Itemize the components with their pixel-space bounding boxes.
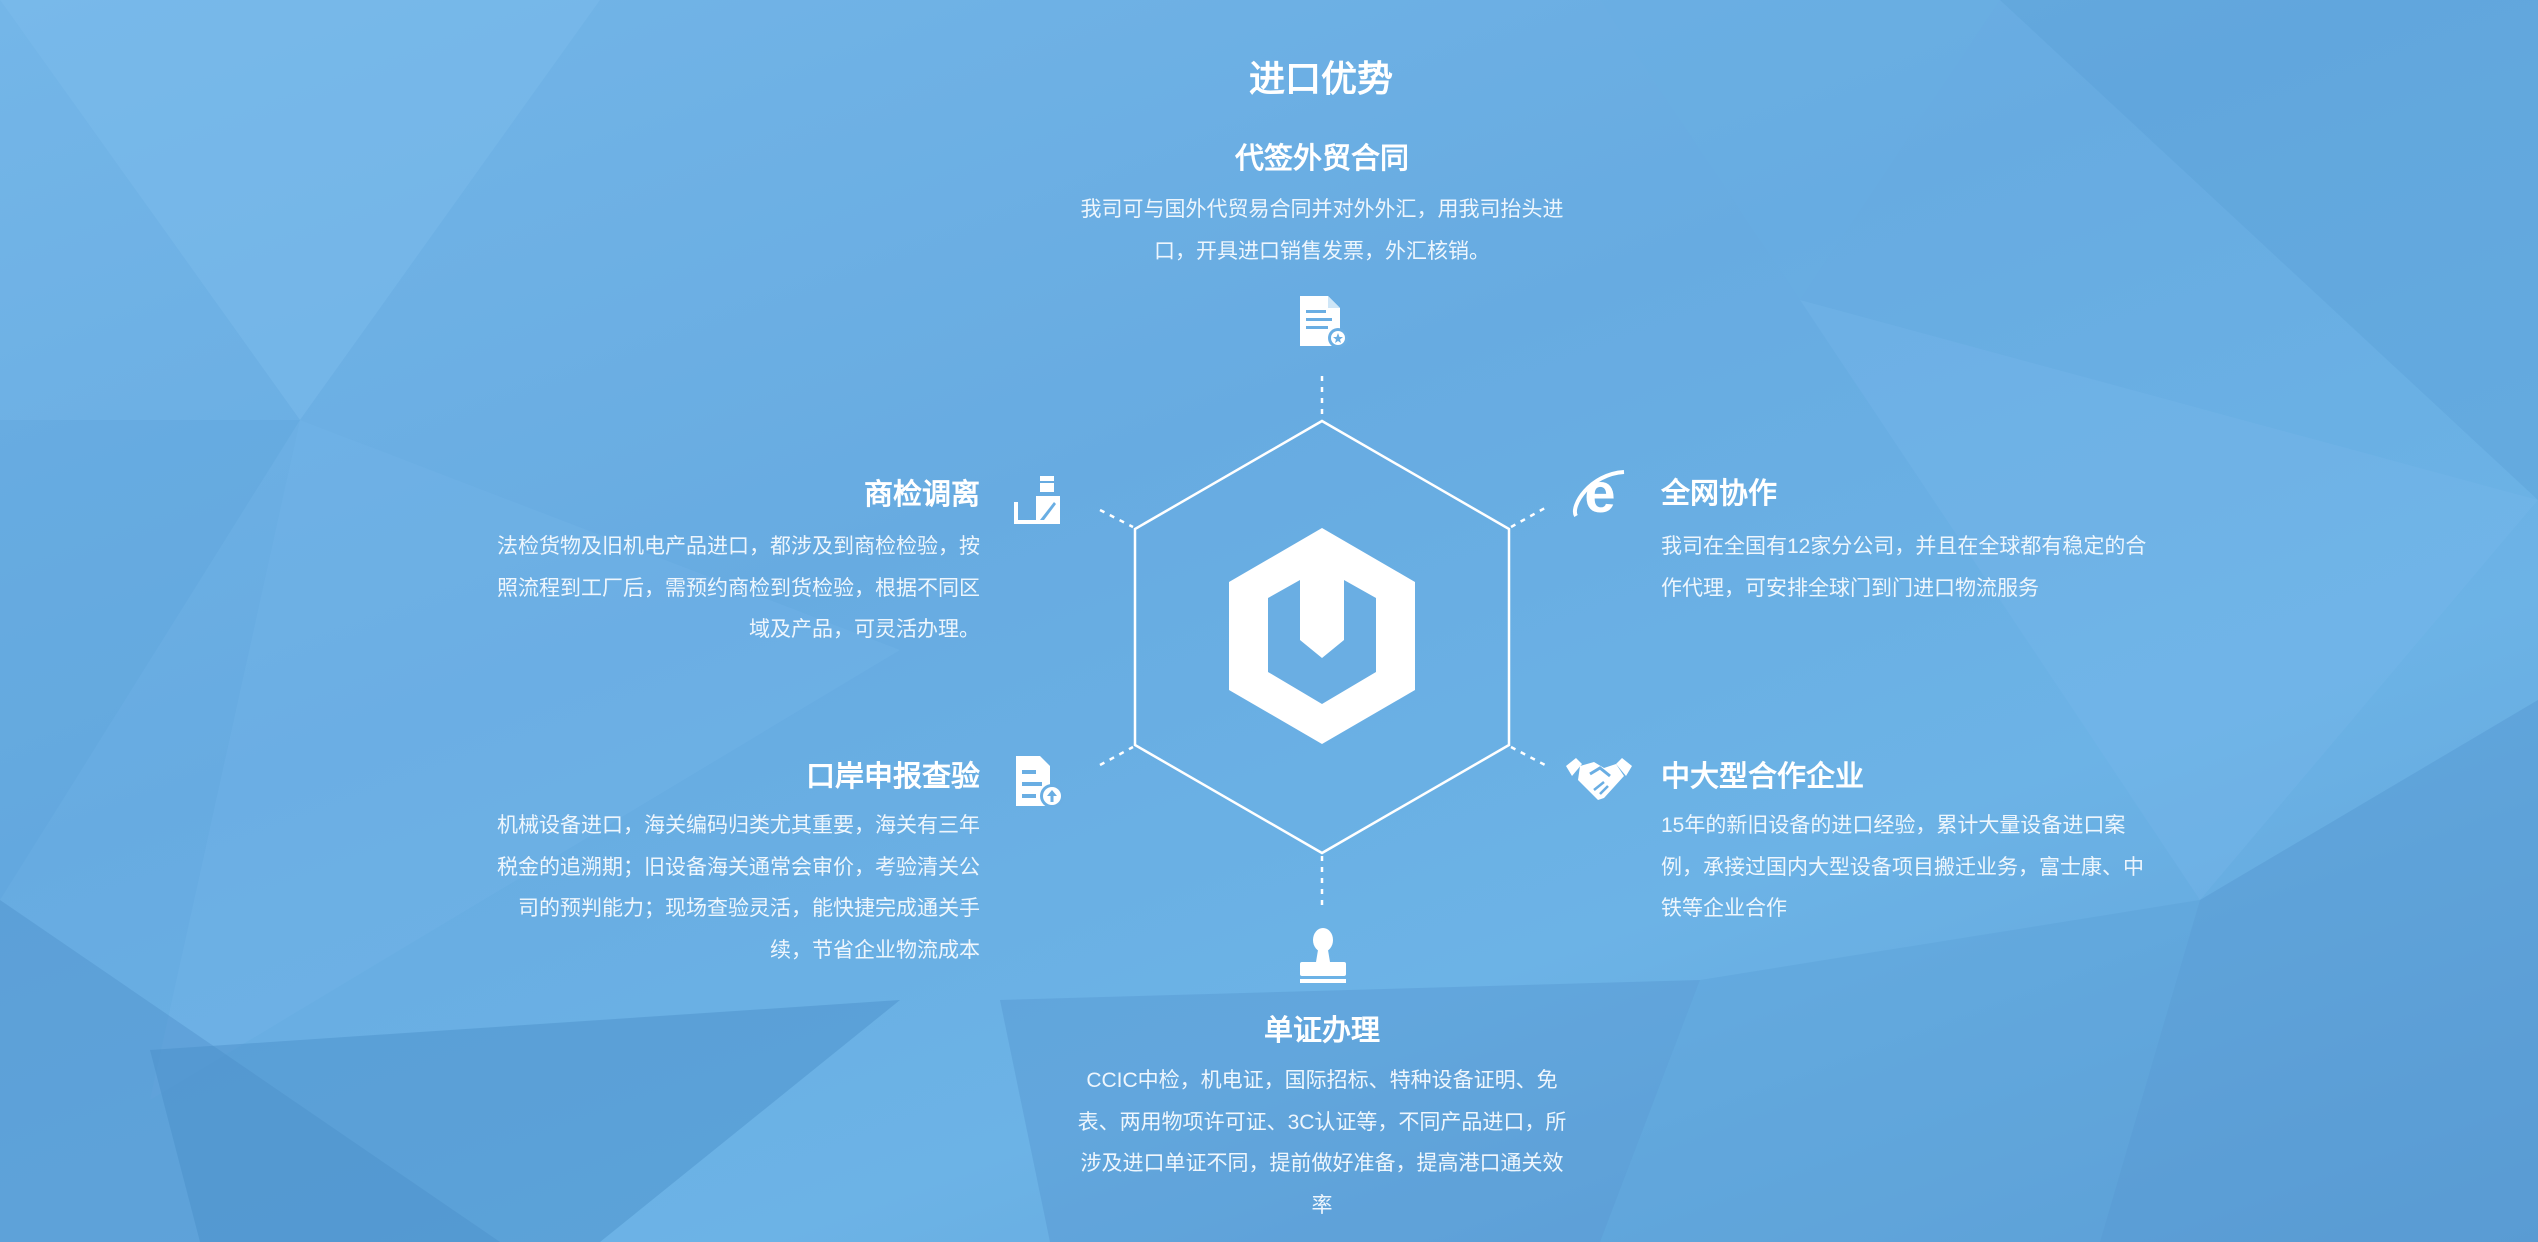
inspector-icon xyxy=(1014,476,1060,524)
feature-title-network: 全网协作 xyxy=(1661,478,1778,510)
feature-title-port: 口岸申报查验 xyxy=(805,761,980,793)
feature-title-documents: 单证办理 xyxy=(1263,1015,1380,1047)
feature-desc-enterprise: 15年的新旧设备的进口经验，累计大量设备进口案例，承接过国内大型设备项目搬迁业务… xyxy=(1661,814,2144,920)
feature-desc-network: 我司在全国有12家分公司，并且在全球都有稳定的合作代理，可安排全球门到门进口物流… xyxy=(1661,535,2147,600)
hexagon-diagram xyxy=(1099,376,1546,905)
contract-document-icon xyxy=(1300,296,1348,348)
feature-desc-port: 机械设备进口，海关编码归类尤其重要，海关有三年税金的追溯期；旧设备海关通常会审价… xyxy=(497,814,980,962)
feature-desc-inspection: 法检货物及旧机电产品进口，都涉及到商检检验，按照流程到工厂后，需预约商检到货检验… xyxy=(497,535,980,641)
section-title: 进口优势 xyxy=(1248,58,1393,99)
company-logo-icon xyxy=(1229,528,1415,744)
feature-desc-contract: 我司可与国外代贸易合同并对外外汇，用我司抬头进口，开具进口销售发票，外汇核销。 xyxy=(1080,198,1564,263)
feature-title-contract: 代签外贸合同 xyxy=(1234,143,1409,175)
network-e-icon: e xyxy=(1572,466,1625,524)
feature-title-enterprise: 中大型合作企业 xyxy=(1661,761,1865,793)
feature-desc-documents: CCIC中检，机电证，国际招标、特种设备证明、免表、两用物项许可证、3C认证等，… xyxy=(1077,1069,1567,1217)
declaration-upload-icon xyxy=(1016,756,1064,808)
handshake-icon xyxy=(1566,758,1632,800)
feature-title-inspection: 商检调离 xyxy=(863,479,980,511)
stamp-icon xyxy=(1300,928,1346,983)
